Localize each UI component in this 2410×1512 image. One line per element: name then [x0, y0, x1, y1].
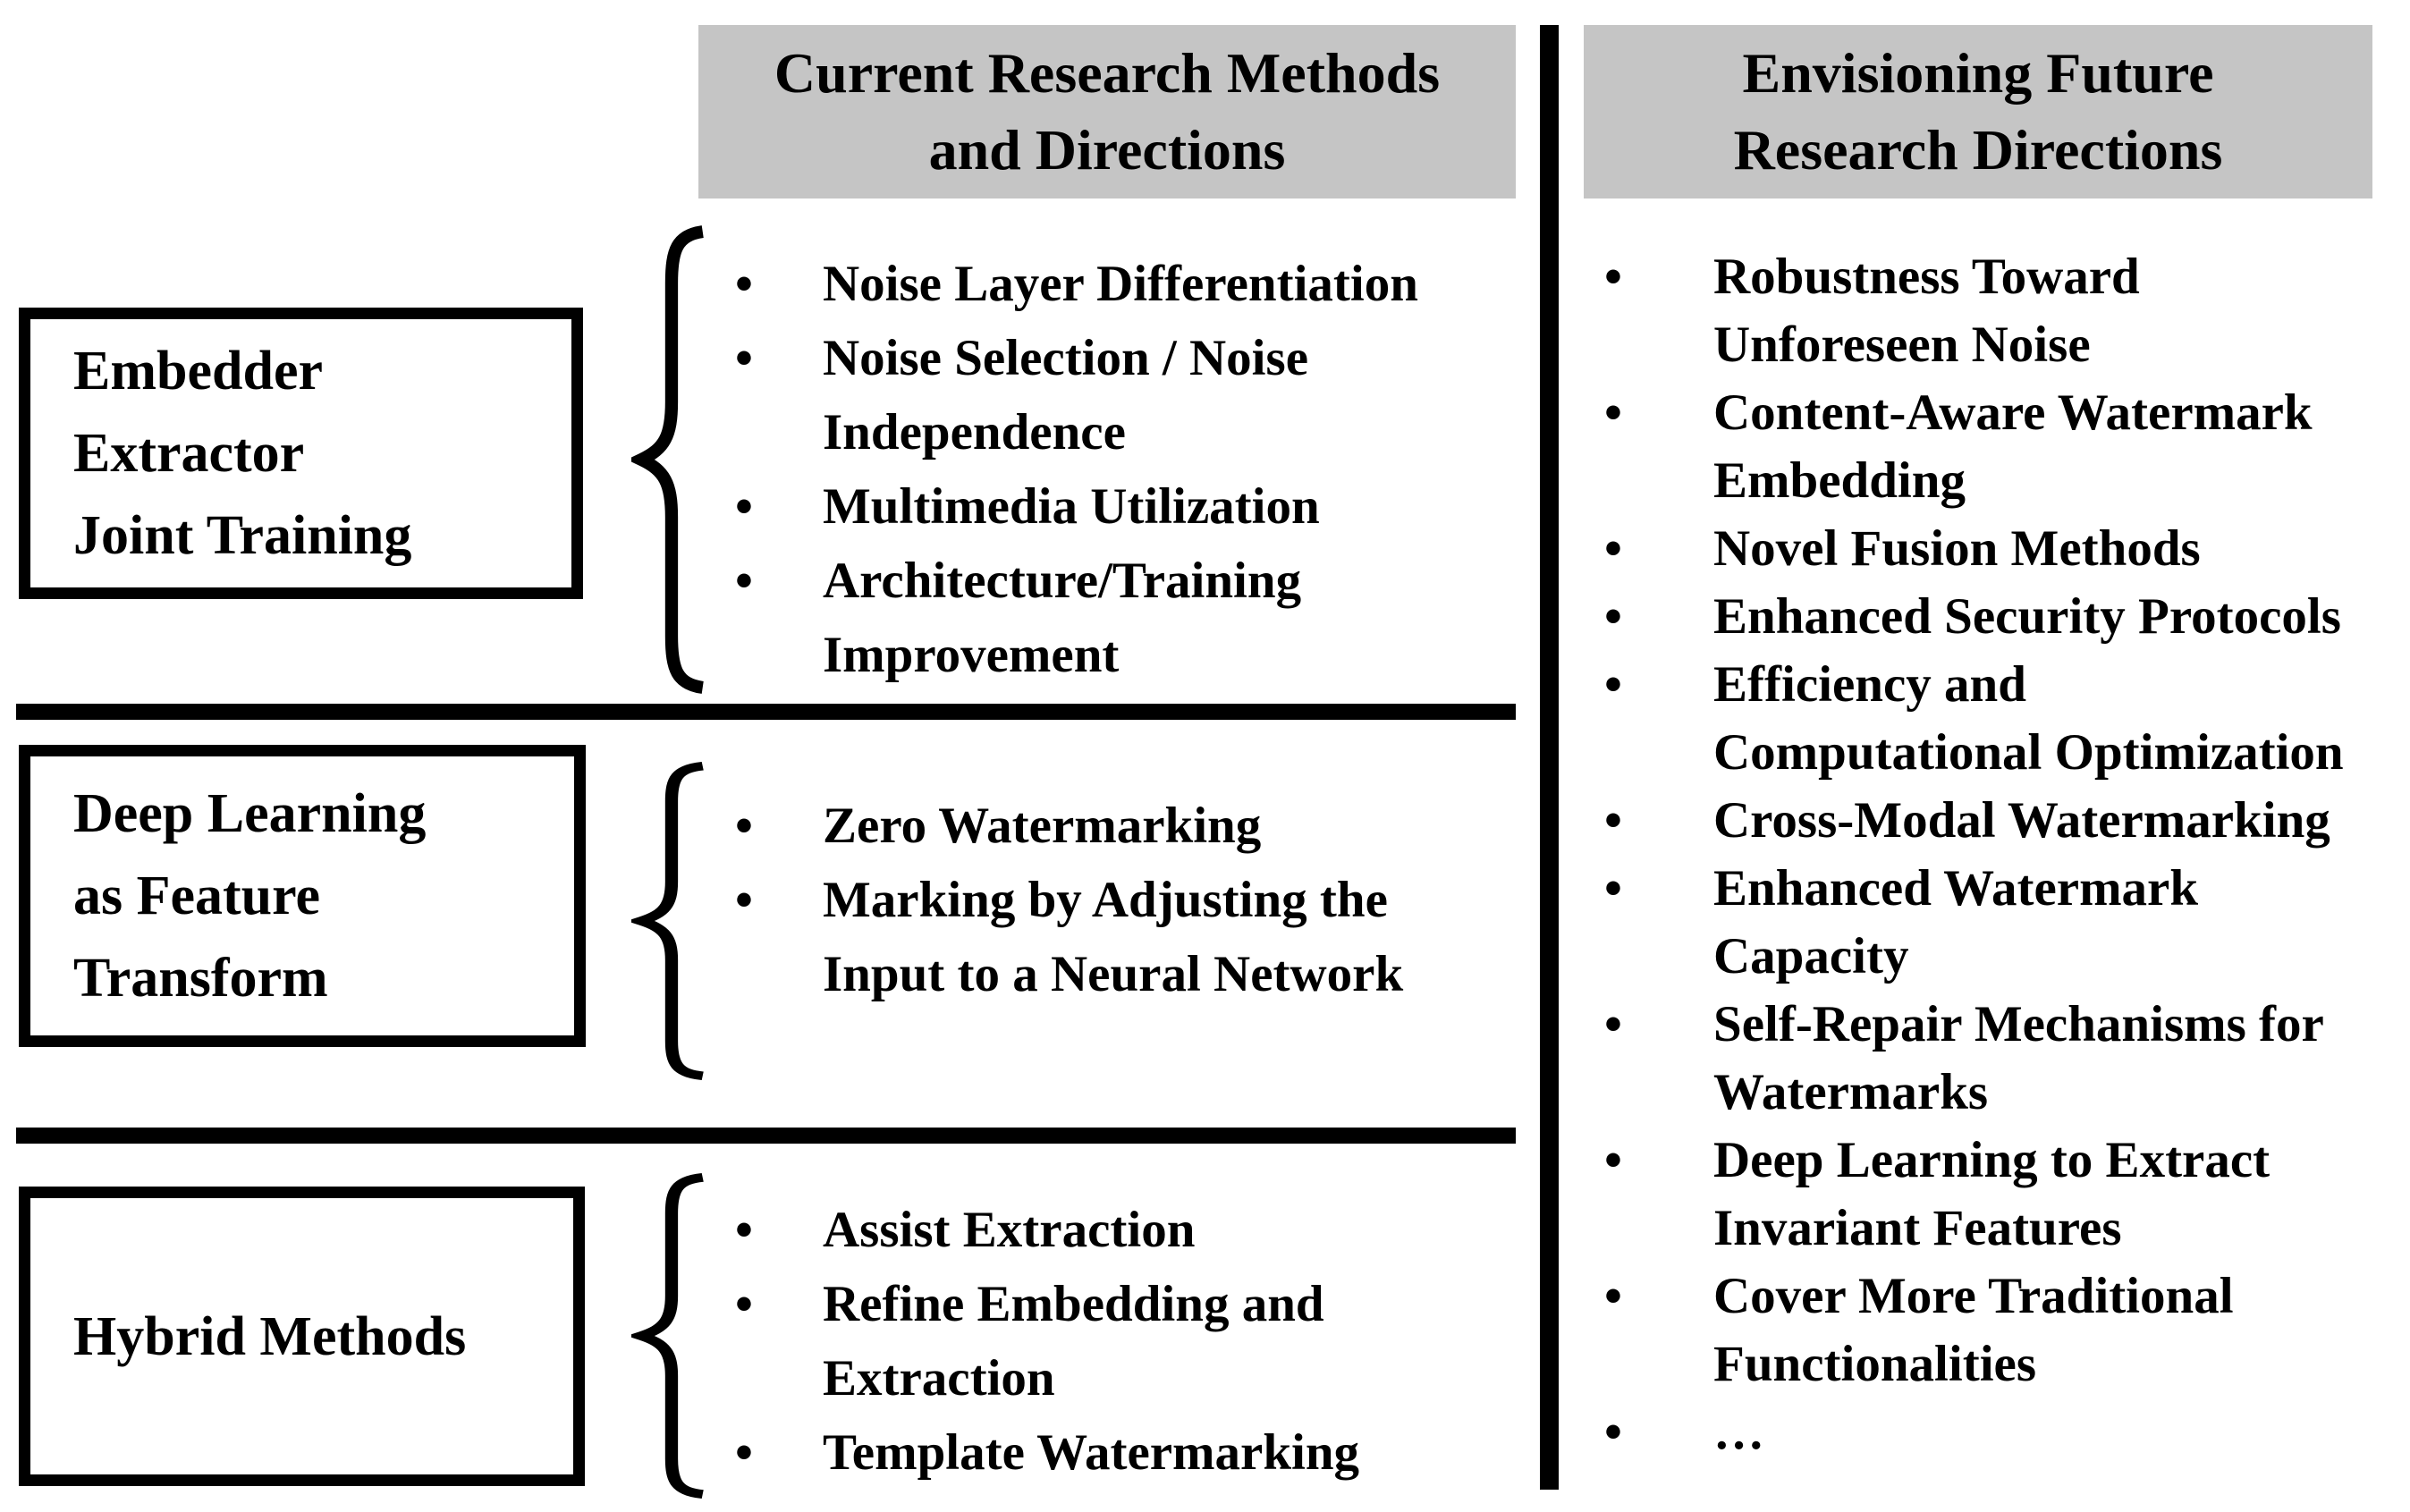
brace-icon	[631, 225, 714, 694]
bullet-icon: •	[1604, 860, 1622, 916]
list-item: • Content-Aware Watermark Embedding	[1604, 379, 2405, 515]
box-hybrid-methods: Hybrid Methods	[19, 1187, 585, 1486]
header-current-research: Current Research Methods and Directions	[698, 25, 1516, 199]
list-item: • Assist Extraction	[735, 1193, 1540, 1267]
brace-icon	[631, 762, 714, 1080]
bullet-icon: •	[1604, 588, 1622, 645]
list-item: • Efficiency and Computational Optimizat…	[1604, 651, 2405, 787]
bullet-icon: •	[1604, 1132, 1622, 1188]
horizontal-divider-1	[16, 704, 1516, 720]
bullet-icon: •	[1604, 792, 1622, 849]
current-methods-list-2: • Zero Watermarking • Marking by Adjusti…	[735, 789, 1540, 1011]
list-item: • Architecture/Training Improvement	[735, 544, 1540, 692]
list-item: • Enhanced Security Protocols	[1604, 583, 2405, 651]
list-item-text: Zero Watermarking	[823, 798, 1262, 854]
list-item: • Template Watermarking	[735, 1415, 1540, 1490]
bullet-icon: •	[1604, 1268, 1622, 1324]
bullet-icon: •	[735, 553, 753, 609]
bullet-icon: •	[1604, 996, 1622, 1052]
list-item: • Zero Watermarking	[735, 789, 1540, 863]
bullet-icon: •	[735, 478, 753, 535]
list-item-text: Marking by Adjusting the Input to a Neur…	[823, 872, 1404, 1002]
bullet-icon: •	[1604, 249, 1622, 305]
future-directions-list: • Robustness Toward Unforeseen Noise • C…	[1604, 243, 2405, 1466]
list-item-text: …	[1713, 1404, 1764, 1460]
current-methods-list-1: • Noise Layer Differentiation • Noise Se…	[735, 247, 1540, 692]
bullet-icon: •	[735, 330, 753, 386]
list-item: • Cover More Traditional Functionalities	[1604, 1263, 2405, 1398]
vertical-divider	[1540, 25, 1559, 1490]
box-embedder-extractor-joint-training: Embedder Extractor Joint Training	[19, 308, 583, 599]
list-item: • …	[1604, 1398, 2405, 1466]
box-deep-learning-feature-transform: Deep Learning as Feature Transform	[19, 745, 586, 1047]
brace-icon	[631, 1173, 714, 1499]
list-item-text: Novel Fusion Methods	[1713, 520, 2201, 577]
list-item-text: Refine Embedding and Extraction	[823, 1276, 1324, 1406]
list-item-text: Deep Learning to Extract Invariant Featu…	[1713, 1132, 2270, 1256]
bullet-icon: •	[1604, 384, 1622, 441]
list-item-text: Robustness Toward Unforeseen Noise	[1713, 249, 2140, 373]
list-item: • Refine Embedding and Extraction	[735, 1267, 1540, 1415]
list-item: • Noise Selection / Noise Independence	[735, 321, 1540, 469]
list-item-text: Architecture/Training Improvement	[823, 553, 1302, 683]
header-future-research: Envisioning Future Research Directions	[1584, 25, 2372, 199]
list-item-text: Enhanced Watermark Capacity	[1713, 860, 2199, 984]
list-item: • Self-Repair Mechanisms for Watermarks	[1604, 991, 2405, 1127]
list-item-text: Enhanced Security Protocols	[1713, 588, 2341, 645]
current-methods-list-3: • Assist Extraction • Refine Embedding a…	[735, 1193, 1540, 1490]
bullet-icon: •	[1604, 1404, 1622, 1460]
list-item-text: Assist Extraction	[823, 1202, 1196, 1258]
list-item: • Enhanced Watermark Capacity	[1604, 855, 2405, 991]
bullet-icon: •	[735, 1202, 753, 1258]
list-item: • Cross-Modal Watermarking	[1604, 787, 2405, 855]
list-item-text: Efficiency and Computational Optimizatio…	[1713, 656, 2344, 781]
bullet-icon: •	[735, 872, 753, 928]
list-item-text: Noise Layer Differentiation	[823, 256, 1418, 312]
bullet-icon: •	[735, 798, 753, 854]
bullet-icon: •	[735, 1276, 753, 1332]
list-item: • Marking by Adjusting the Input to a Ne…	[735, 863, 1540, 1011]
list-item: • Deep Learning to Extract Invariant Fea…	[1604, 1127, 2405, 1263]
list-item: • Multimedia Utilization	[735, 469, 1540, 544]
bullet-icon: •	[1604, 656, 1622, 713]
bullet-icon: •	[735, 256, 753, 312]
list-item-text: Cover More Traditional Functionalities	[1713, 1268, 2234, 1392]
list-item-text: Template Watermarking	[823, 1424, 1360, 1481]
list-item-text: Cross-Modal Watermarking	[1713, 792, 2330, 849]
horizontal-divider-2	[16, 1128, 1516, 1144]
list-item: • Novel Fusion Methods	[1604, 515, 2405, 583]
list-item-text: Self-Repair Mechanisms for Watermarks	[1713, 996, 2324, 1120]
list-item-text: Multimedia Utilization	[823, 478, 1320, 535]
bullet-icon: •	[1604, 520, 1622, 577]
list-item: • Noise Layer Differentiation	[735, 247, 1540, 321]
list-item: • Robustness Toward Unforeseen Noise	[1604, 243, 2405, 379]
list-item-text: Noise Selection / Noise Independence	[823, 330, 1309, 460]
bullet-icon: •	[735, 1424, 753, 1481]
list-item-text: Content-Aware Watermark Embedding	[1713, 384, 2313, 509]
